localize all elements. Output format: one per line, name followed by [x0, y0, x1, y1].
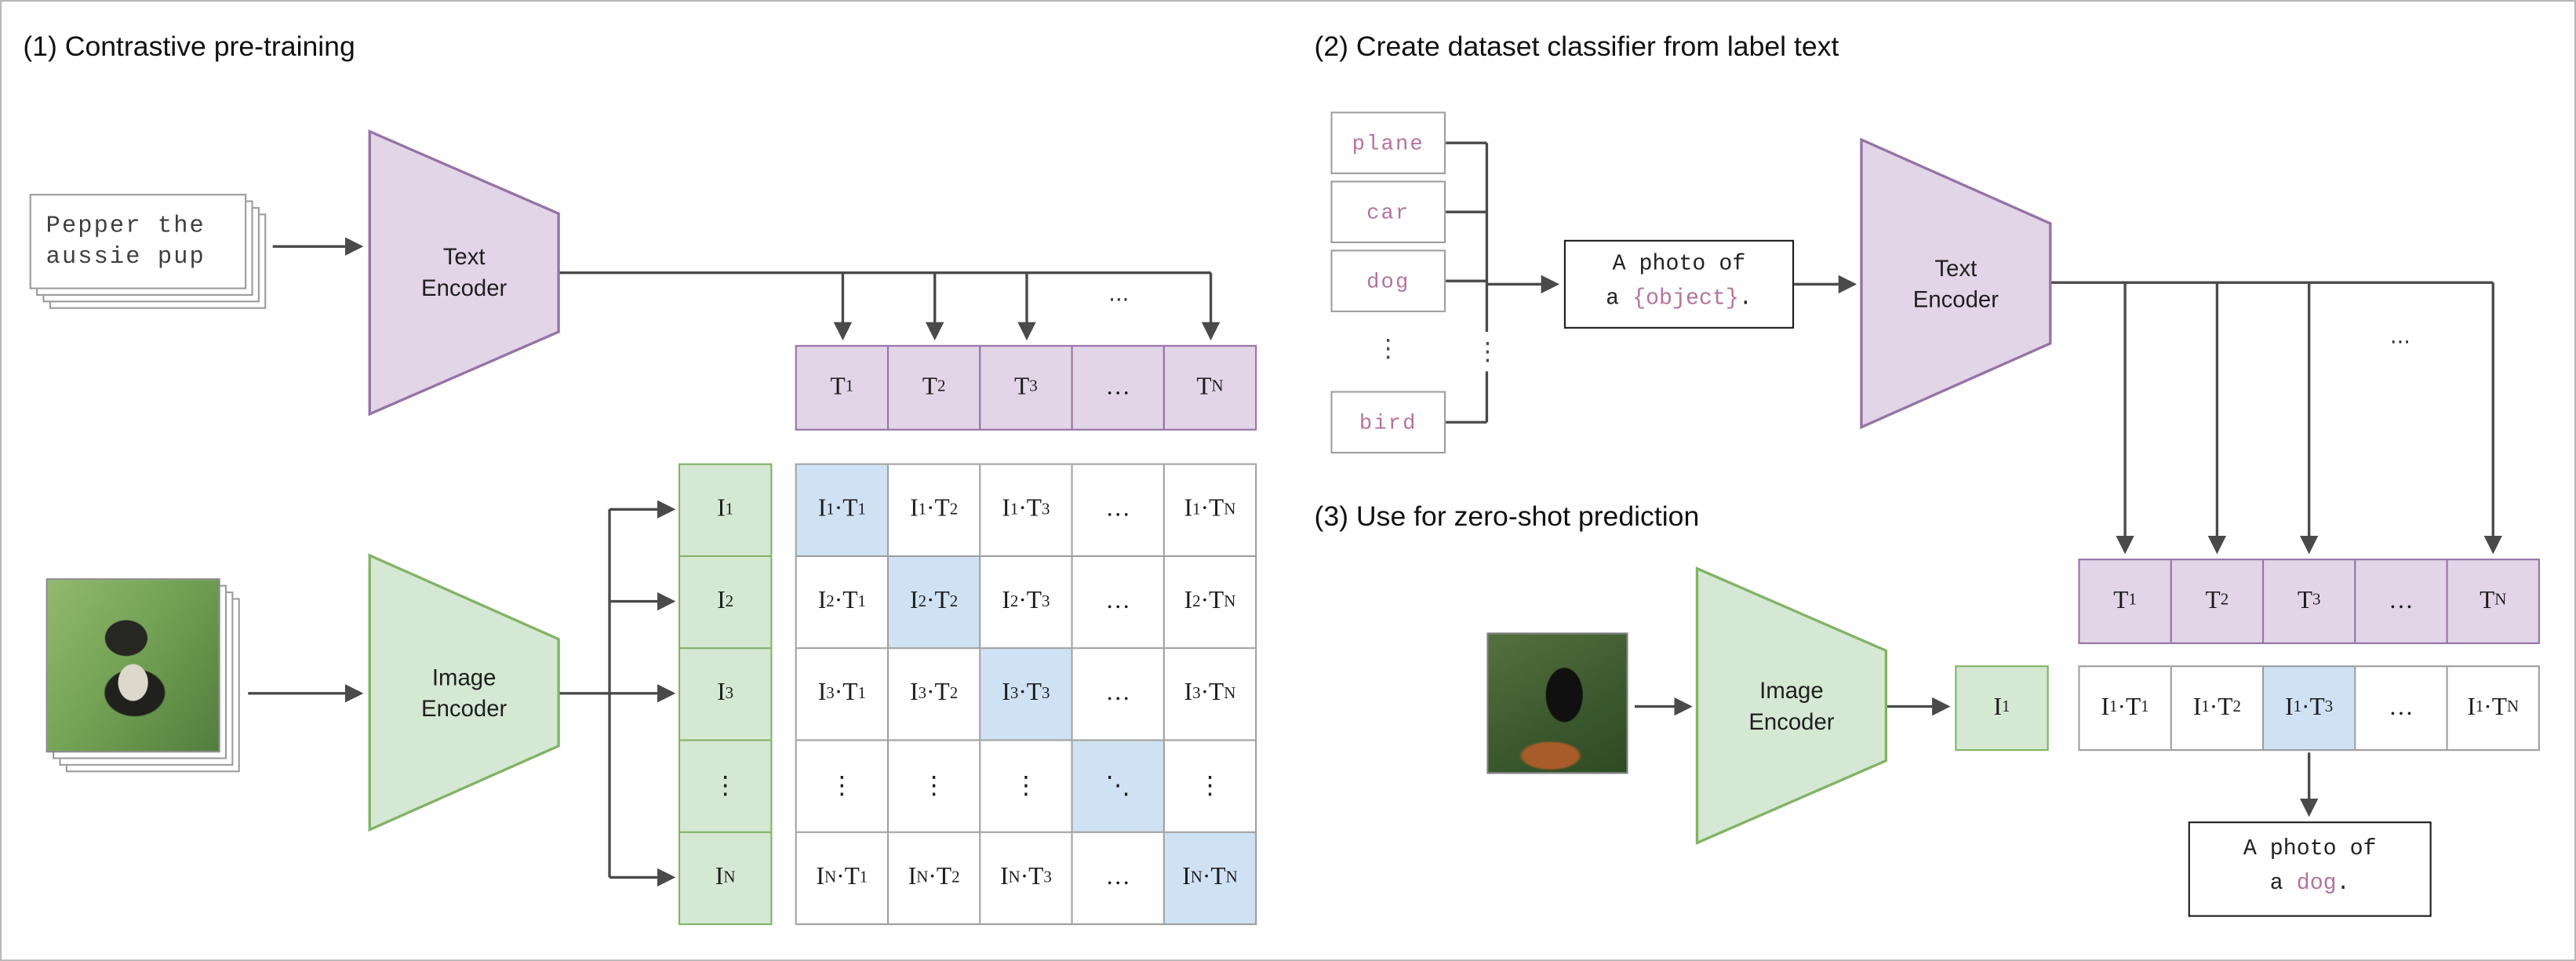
ellipsis-bus-2: ...: [2389, 325, 2410, 351]
similarity-cell: …: [2354, 665, 2448, 752]
similarity-cell: ⋮: [796, 741, 890, 833]
similarity-cell: …: [1072, 649, 1165, 741]
encoder-shapes: [368, 129, 2052, 845]
similarity-cell: ⋮: [889, 741, 981, 833]
prompt-line2: a {object}.: [1606, 287, 1752, 312]
similarity-cell: …: [1072, 464, 1165, 558]
section-2-title: (2) Create dataset classifier from label…: [1314, 31, 1839, 63]
ellipsis-bus-1: ...: [1108, 282, 1130, 308]
class-label-dog: dog: [1330, 249, 1446, 312]
prediction-line2: a dog.: [2269, 872, 2350, 897]
image-embedding-cell: ⋮: [678, 739, 773, 833]
section-1-title: (1) Contrastive pre-training: [23, 31, 355, 63]
text-encoder-2-shape: [1860, 137, 2052, 430]
text-input-card: Pepper the aussie pup: [29, 194, 247, 289]
similarity-cell: ⋮: [981, 741, 1073, 833]
puppy-photo: [45, 578, 220, 753]
image-encoder-3-shape: [1695, 566, 1888, 845]
prediction-line1: A photo of: [2243, 838, 2377, 863]
similarity-cell: …: [1072, 557, 1165, 650]
text-encoder-1-shape: [368, 129, 560, 417]
class-label-bird: bird: [1330, 391, 1446, 454]
prompt-object-token: {object}: [1632, 287, 1739, 312]
prompt-line1: A photo of: [1612, 253, 1746, 278]
text-input-line2: aussie pup: [45, 244, 206, 271]
arrows: [248, 141, 2502, 887]
query-dog-photo: [1486, 632, 1628, 774]
similarity-cell: ⋮: [1164, 741, 1257, 833]
similarity-cell: ⋱: [1072, 741, 1165, 833]
section-3-title: (3) Use for zero-shot prediction: [1314, 501, 1700, 533]
text-embedding-cell: …: [2354, 559, 2448, 645]
connector-vdots: ⋮: [1475, 332, 1500, 372]
class-labels-vdots: ⋮: [1376, 333, 1401, 363]
prompt-template-box: A photo of a {object}.: [1563, 239, 1795, 329]
text-embedding-cell: …: [1071, 344, 1165, 431]
text-input-line1: Pepper the: [45, 213, 206, 239]
class-label-car: car: [1330, 180, 1446, 243]
training-image-stack: [45, 578, 240, 773]
prediction-box: A photo of a dog.: [2188, 821, 2432, 917]
image-encoder-1-shape: [368, 553, 560, 832]
text-input-stack: Pepper the aussie pup: [29, 194, 267, 309]
similarity-cell: …: [1072, 832, 1165, 926]
class-label-plane: plane: [1330, 111, 1446, 175]
predicted-class-token: dog: [2296, 872, 2337, 897]
